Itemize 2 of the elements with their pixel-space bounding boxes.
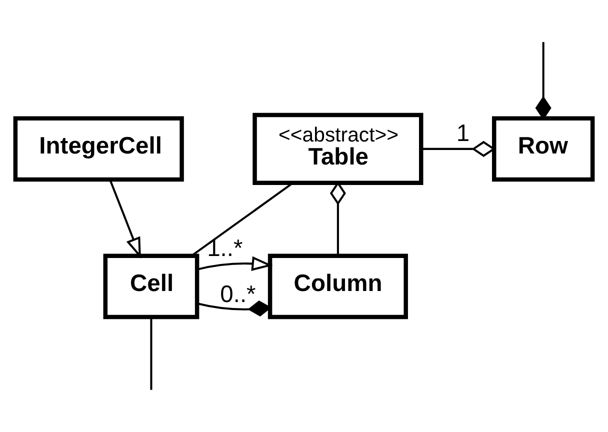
edge-label: 1 <box>456 120 470 147</box>
edge-label: 0..* <box>220 281 256 308</box>
